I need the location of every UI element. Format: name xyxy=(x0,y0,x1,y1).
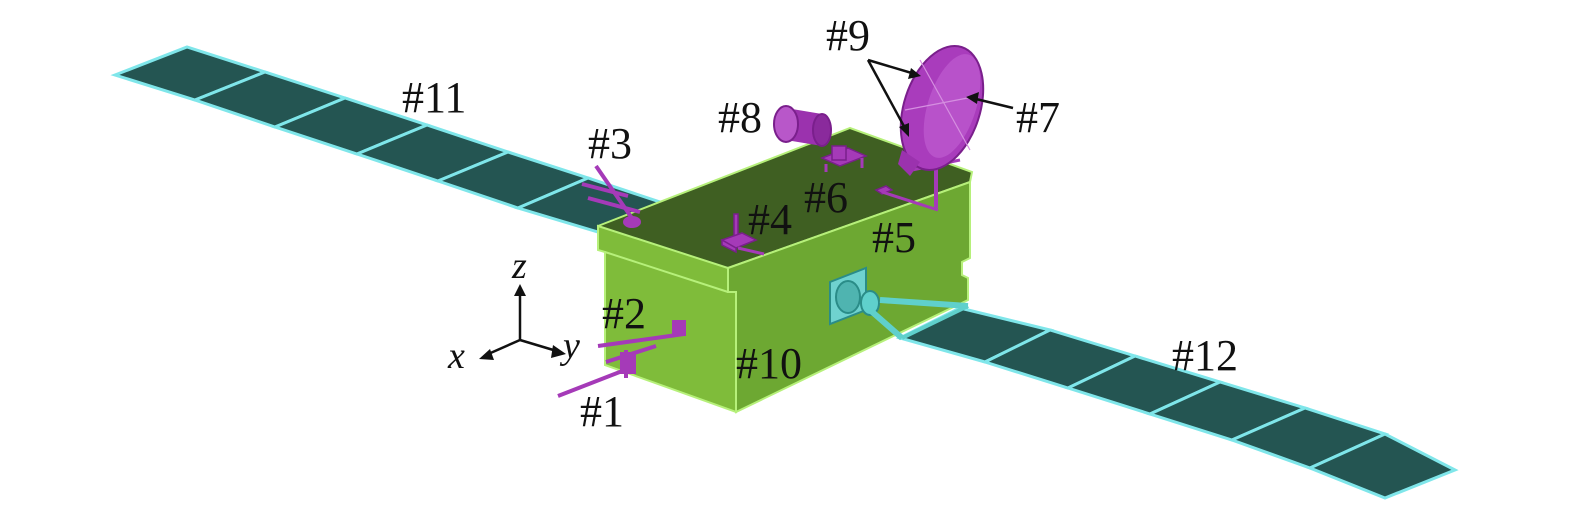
leader-7 xyxy=(971,96,1014,110)
label-8: #8 xyxy=(718,93,762,142)
label-10: #10 xyxy=(736,339,802,388)
label-2: #2 xyxy=(602,289,646,338)
payload-2-block xyxy=(672,320,686,336)
label-11: #11 xyxy=(402,73,466,122)
payload-7-dish xyxy=(898,45,985,208)
axis-triad xyxy=(479,284,566,360)
payload-4-unit xyxy=(720,213,765,256)
dish-shading xyxy=(923,54,981,158)
payload-2-boom xyxy=(597,332,685,348)
label-3: #3 xyxy=(588,119,632,168)
label-5: #5 xyxy=(872,213,916,262)
solar-array-right xyxy=(895,306,1459,500)
label-7: #7 xyxy=(1016,93,1060,142)
arrowhead-9b xyxy=(899,123,909,137)
label-6: #6 xyxy=(804,173,848,222)
axis-label-x: x xyxy=(447,335,465,377)
leader-arrows xyxy=(866,58,1014,137)
label-9: #9 xyxy=(826,11,870,60)
payload-3-antenna xyxy=(581,164,641,228)
payload-1-2-antennas xyxy=(557,320,686,398)
strut xyxy=(901,304,969,340)
thruster-nozzle xyxy=(835,280,861,314)
x-arrowhead xyxy=(479,349,494,360)
label-1: #1 xyxy=(580,387,624,436)
label-4: #4 xyxy=(748,195,792,244)
payload-6-mount xyxy=(820,145,868,172)
leader-9b xyxy=(866,59,908,131)
axis-label-y: y xyxy=(559,325,580,367)
solar-panel xyxy=(1306,432,1459,500)
solar-array-left xyxy=(110,45,664,234)
y-arrowhead xyxy=(551,345,566,358)
strut xyxy=(868,307,904,341)
thruster-assembly xyxy=(829,266,969,341)
leader-9a xyxy=(867,58,916,76)
payload-5-bracket xyxy=(874,185,939,212)
arrowhead-9a xyxy=(908,68,921,79)
payload-8-cylinder xyxy=(773,105,832,147)
z-arrowhead xyxy=(514,284,526,296)
x-axis xyxy=(485,338,521,357)
strut xyxy=(879,297,969,309)
thruster-nozzle xyxy=(860,290,880,316)
axis-label-z: z xyxy=(511,245,527,287)
label-12: #12 xyxy=(1172,331,1238,380)
dish-feed xyxy=(898,150,920,176)
body-edge-detail xyxy=(604,251,729,293)
arrowhead-7 xyxy=(966,92,979,104)
payload-1-boom xyxy=(557,366,631,398)
